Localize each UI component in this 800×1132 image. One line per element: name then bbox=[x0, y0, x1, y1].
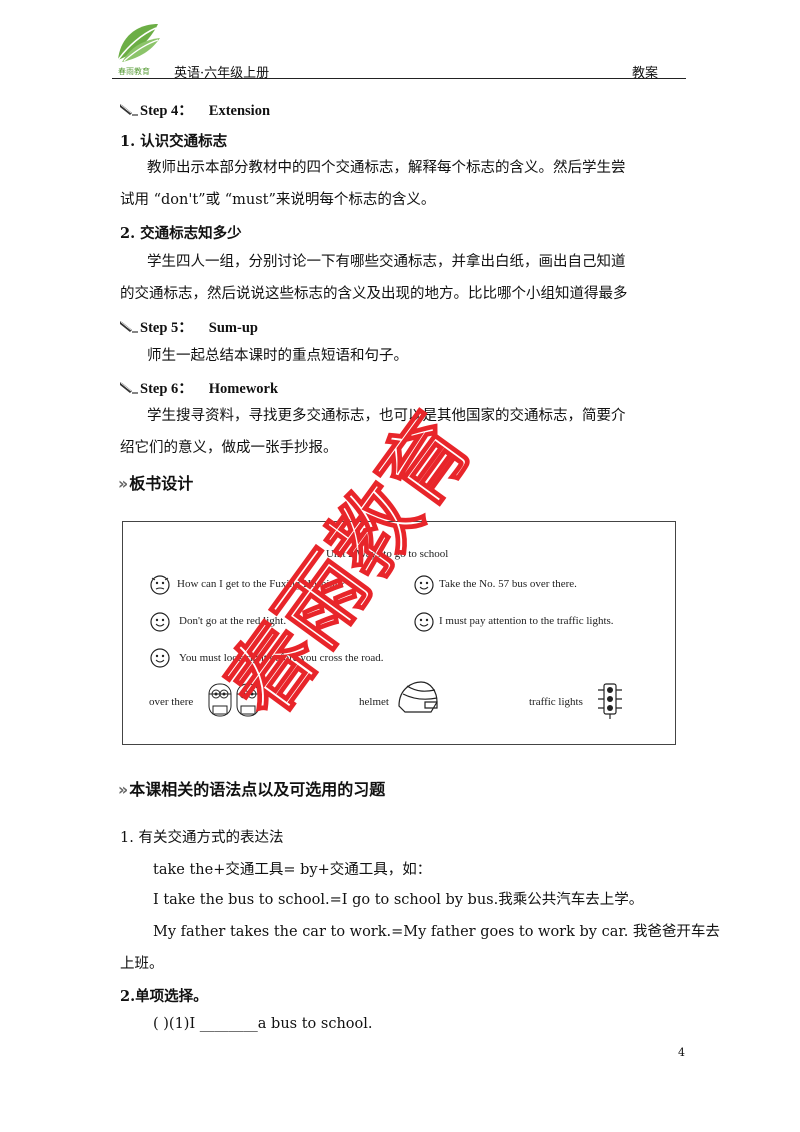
step-4-label: Step 4： bbox=[140, 103, 193, 119]
board-section-title: 板书设计 bbox=[129, 474, 194, 493]
pencil-icon bbox=[120, 382, 138, 394]
grammar-section-heading: ››本课相关的语法点以及可选用的习题 bbox=[118, 776, 385, 800]
board-sentence-3: I must pay attention to the traffic ligh… bbox=[439, 615, 614, 627]
header-divider bbox=[112, 78, 686, 79]
pencil-icon bbox=[120, 321, 138, 333]
step-5-title: Sum-up bbox=[208, 320, 258, 336]
step-6-label: Step 6： bbox=[140, 381, 193, 397]
grammar-line-3b: 上班。 bbox=[120, 956, 164, 972]
board-section-heading: ››板书设计 bbox=[118, 470, 193, 494]
step-4-title: Extension bbox=[208, 103, 271, 119]
homework-line1: 学生搜寻资料，寻找更多交通标志，也可以是其他国家的交通标志，简要介 bbox=[147, 408, 626, 424]
step-4-heading: Step 4： Extension bbox=[120, 99, 270, 120]
board-word-helmet: helmet bbox=[359, 696, 389, 708]
exercise-question-1: ( )(1)I ________a bus to school. bbox=[153, 1016, 373, 1032]
board-sentence-2: Don't go at the red light. bbox=[179, 615, 287, 627]
minion-figures-icon bbox=[208, 683, 260, 717]
smile-face-icon bbox=[414, 575, 434, 595]
grammar-heading-1: 1. 有关交通方式的表达法 bbox=[120, 830, 284, 846]
board-answer-1: Take the No. 57 bus over there. bbox=[439, 578, 577, 590]
homework-line2: 绍它们的意义，做成一张手抄报。 bbox=[120, 440, 338, 456]
grammar-heading-2: 2.单项选择。 bbox=[120, 988, 208, 1005]
extension-heading-2: 2. 交通标志知多少 bbox=[120, 225, 242, 242]
board-question-1: How can I get to the Fuxing Hospital? bbox=[177, 578, 346, 590]
smile-face-icon bbox=[150, 612, 170, 632]
page-number: 4 bbox=[678, 1046, 685, 1059]
step-5-label: Step 5： bbox=[140, 320, 193, 336]
traffic-light-icon bbox=[598, 683, 622, 719]
header-doc-type: 教案 bbox=[632, 66, 659, 81]
svg-text:春雨教育: 春雨教育 bbox=[118, 66, 150, 76]
grammar-line-3a: My father takes the car to work.=My fath… bbox=[153, 924, 720, 940]
double-chevron-icon: ›› bbox=[118, 474, 128, 493]
helmet-icon bbox=[398, 681, 438, 713]
board-word-over-there: over there bbox=[149, 696, 194, 708]
smile-face-icon bbox=[150, 648, 170, 668]
board-sentence-4: You must look right before you cross the… bbox=[179, 652, 384, 664]
grammar-line-1: take the+交通工具= by+交通工具，如： bbox=[153, 862, 432, 878]
step-6-heading: Step 6： Homework bbox=[120, 377, 278, 398]
board-title: Unit 2 Ways to go to school bbox=[326, 548, 449, 560]
thinking-face-icon bbox=[150, 575, 170, 595]
header-subject: 英语·六年级上册 bbox=[174, 66, 270, 81]
board-word-traffic-lights: traffic lights bbox=[529, 696, 583, 708]
double-chevron-icon: ›› bbox=[118, 780, 128, 799]
publisher-logo: 春雨教育 bbox=[112, 20, 164, 78]
extension-p1-line1: 教师出示本部分教材中的四个交通标志，解释每个标志的含义。然后学生尝 bbox=[147, 160, 626, 176]
extension-heading-1: 1. 认识交通标志 bbox=[120, 133, 228, 150]
extension-p2-line2: 的交通标志，然后说说这些标志的含义及出现的地方。比比哪个小组知道得最多 bbox=[120, 286, 628, 302]
step-5-heading: Step 5： Sum-up bbox=[120, 316, 258, 337]
pencil-icon bbox=[120, 104, 138, 116]
blackboard-design-box: Unit 2 Ways to go to school How can I ge… bbox=[122, 521, 676, 745]
grammar-line-2: I take the bus to school.=I go to school… bbox=[153, 892, 644, 908]
grammar-section-title: 本课相关的语法点以及可选用的习题 bbox=[129, 780, 386, 799]
sumup-text: 师生一起总结本课时的重点短语和句子。 bbox=[147, 348, 408, 364]
extension-p2-line1: 学生四人一组，分别讨论一下有哪些交通标志，并拿出白纸，画出自己知道 bbox=[147, 254, 626, 270]
extension-p1-line2: 试用 “don't”或 “must”来说明每个标志的含义。 bbox=[120, 192, 436, 208]
smile-face-icon bbox=[414, 612, 434, 632]
step-6-title: Homework bbox=[208, 381, 279, 397]
